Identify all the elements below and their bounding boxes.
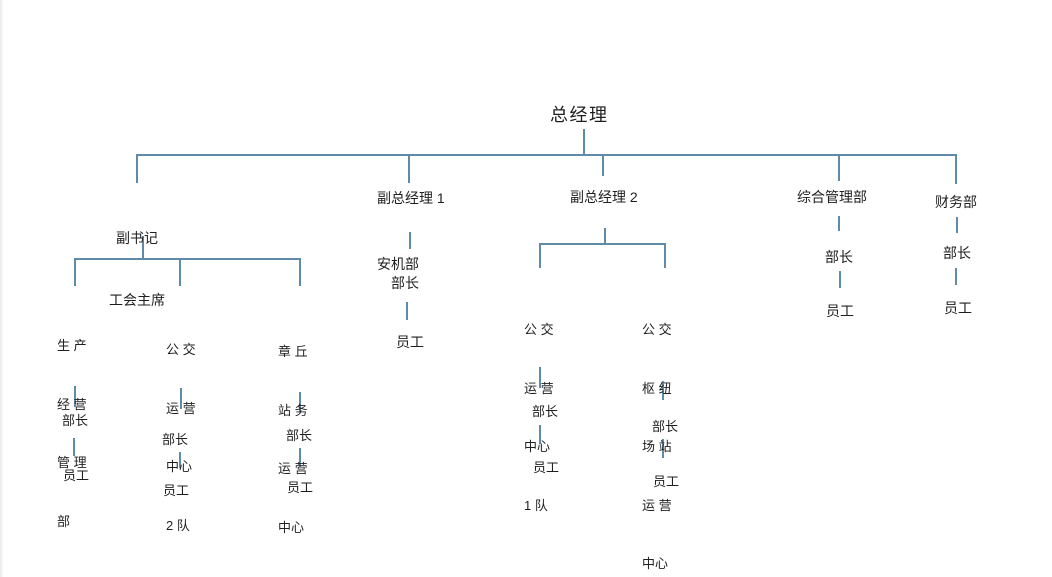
node-vice-gm-2: 副总经理 2 [570, 189, 638, 205]
connector-vice-gm-2 [539, 228, 666, 458]
node-production-dept-head: 部长 [62, 413, 89, 428]
node-bus-center-2: 公 交 运 营 中心 2 队 [166, 342, 196, 533]
connector-deputy-secretary [73, 236, 301, 468]
node-admin-dept-staff: 员工 [826, 303, 854, 319]
node-zhangqiu-center-staff: 员工 [287, 480, 314, 495]
node-zhangqiu-center-head: 部长 [286, 428, 313, 443]
connector-finance-dept [955, 217, 958, 285]
connector-root [136, 129, 957, 184]
node-bus-center-1-head: 部长 [532, 404, 559, 419]
node-bus-center-2-head: 部长 [162, 432, 189, 447]
node-anji-dept-staff: 员工 [396, 334, 424, 350]
node-anji-dept-head: 部长 [391, 275, 419, 291]
node-deputy-secretary: 副书记 工会主席 [109, 187, 165, 351]
connector-admin-dept [838, 216, 841, 288]
node-hub-station-center-staff: 员工 [653, 474, 680, 489]
node-production-dept: 生 产 经 营 管 理 部 [57, 338, 87, 529]
node-general-manager: 总经理 [550, 105, 609, 125]
node-admin-dept-head: 部长 [825, 249, 853, 265]
node-anji-dept: 安机部 [377, 256, 419, 272]
node-hub-station-center-head: 部长 [652, 419, 679, 434]
node-finance-dept-staff: 员工 [944, 300, 972, 316]
node-production-dept-staff: 员工 [63, 468, 90, 483]
node-finance-dept-head: 部长 [943, 245, 971, 261]
page-left-edge [0, 0, 4, 577]
node-vice-gm-1: 副总经理 1 [377, 190, 445, 206]
node-zhangqiu-center: 章 丘 站 务 运 营 中心 [278, 344, 308, 535]
node-finance-dept: 财务部 [935, 194, 977, 210]
node-bus-center-1-staff: 员工 [533, 460, 560, 475]
node-hub-station-center: 公 交 枢 纽 场 站 运 营 中心 [642, 322, 672, 571]
node-bus-center-1: 公 交 运 营 中心 1 队 [524, 322, 554, 513]
node-admin-dept: 综合管理部 [797, 189, 867, 205]
node-bus-center-2-staff: 员工 [163, 483, 190, 498]
node-deputy-secretary-title: 副书记 [116, 230, 158, 246]
node-union-chairman-title: 工会主席 [109, 291, 165, 308]
connector-vice-gm-1 [406, 232, 411, 320]
